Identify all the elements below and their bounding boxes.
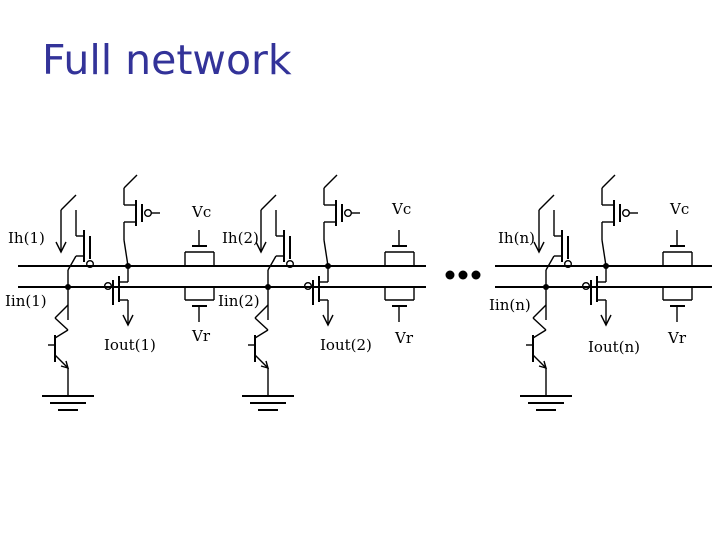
stage-1-iout-label: Iout(1) — [104, 336, 156, 354]
stage-2-iin-label: Iin(2) — [218, 292, 260, 310]
stage-2-ih-label: Ih(2) — [222, 229, 259, 247]
stage-n-iout-label: Iout(n) — [588, 338, 640, 356]
stage-1 — [41, 174, 215, 411]
stage-n-iin-label: Iin(n) — [489, 296, 531, 314]
stage-n-ih-label: Ih(n) — [498, 229, 535, 247]
stage-2-iout-label: Iout(2) — [320, 336, 372, 354]
stage-2-vr-label: Vr — [394, 329, 414, 347]
slide-title: Full network — [42, 36, 292, 84]
stage-1-ih-label: Ih(1) — [8, 229, 45, 247]
stage-n-vr-label: Vr — [667, 329, 687, 347]
stage-2 — [241, 174, 415, 411]
stage-1-vc-label: Vc — [191, 203, 211, 221]
ellipsis-dots — [445, 270, 481, 280]
stage-n — [519, 174, 693, 411]
stage-n-vc-label: Vc — [669, 200, 689, 218]
stage-2-vc-label: Vc — [391, 200, 411, 218]
stage-1-iin-label: Iin(1) — [5, 292, 47, 310]
stage-1-vr-label: Vr — [191, 327, 211, 345]
